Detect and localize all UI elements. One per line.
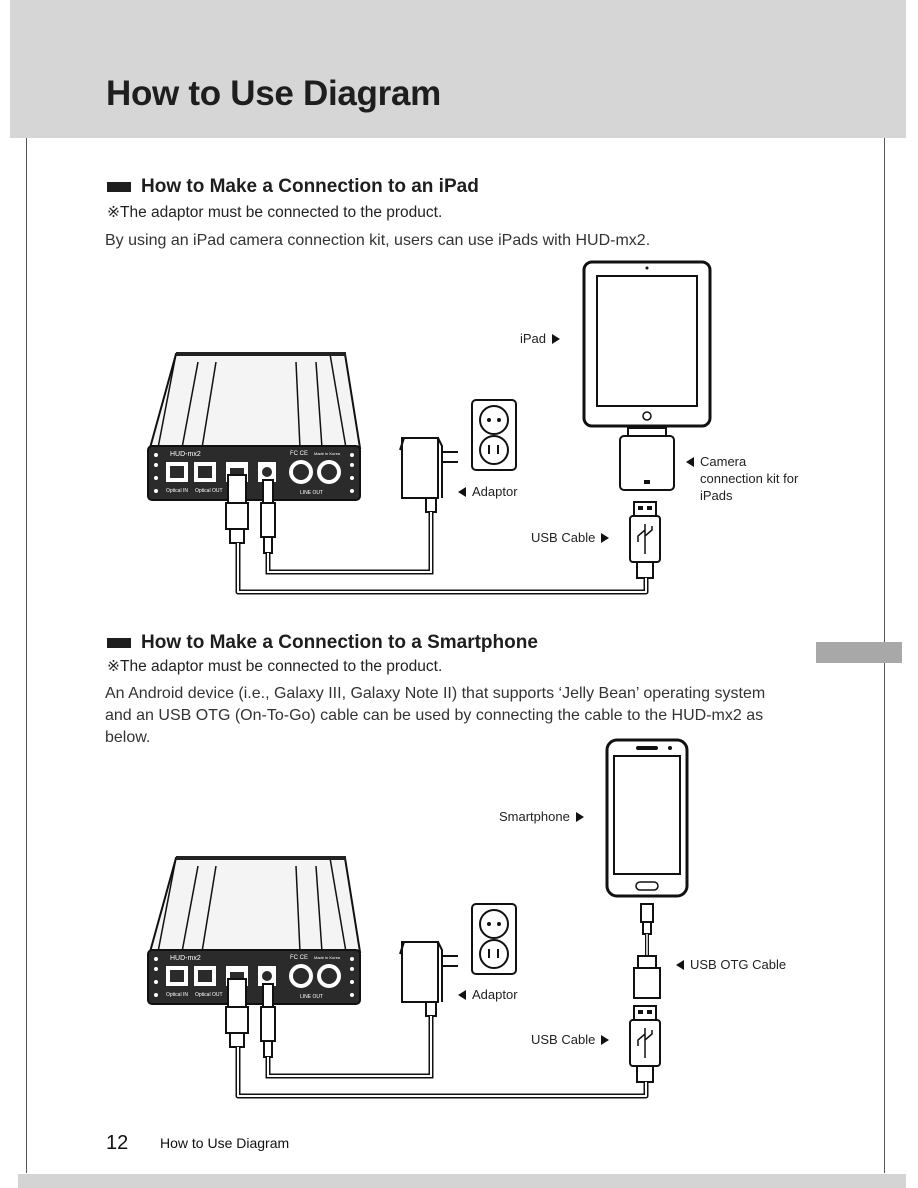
smartphone-adaptor-note: ※The adaptor must be connected to the pr…	[107, 658, 443, 675]
arrow-left-icon	[686, 456, 694, 467]
arrow-right-icon	[575, 811, 584, 822]
usb-cable-label: USB Cable	[531, 530, 610, 545]
footer-band	[18, 1174, 906, 1188]
arrow-left-icon	[458, 486, 466, 497]
usb-otg-cable-label: USB OTG Cable	[676, 957, 786, 972]
ipad-section-heading: How to Make a Connection to an iPad	[107, 176, 479, 198]
header-band	[10, 0, 906, 138]
arrow-right-icon	[552, 333, 561, 344]
smartphone-label: Smartphone	[499, 809, 584, 824]
usb-cable-label: USB Cable	[531, 1032, 610, 1047]
ipad-label: iPad	[520, 331, 561, 346]
page-number: 12	[106, 1132, 129, 1154]
camera-kit-label-cont: connection kit for iPads	[700, 471, 799, 503]
arrow-right-icon	[601, 1034, 610, 1045]
smartphone-description: An Android device (i.e., Galaxy III, Gal…	[105, 685, 766, 746]
camera-kit-label: Camera	[686, 454, 746, 469]
page-frame-left	[26, 138, 27, 1173]
ipad-description: By using an iPad camera connection kit, …	[105, 232, 651, 249]
page-title: How to Use Diagram	[106, 74, 441, 113]
footer-title: How to Use Diagram	[160, 1135, 290, 1151]
arrow-left-icon	[458, 989, 466, 1000]
adaptor-label: Adaptor	[458, 484, 518, 499]
adaptor-label: Adaptor	[458, 987, 518, 1002]
section-marker	[107, 182, 131, 192]
ipad-adaptor-note: ※The adaptor must be connected to the pr…	[107, 204, 443, 221]
section-marker	[107, 638, 131, 648]
chapter-tab	[816, 642, 902, 663]
arrow-left-icon	[676, 959, 684, 970]
smartphone-section-heading: How to Make a Connection to a Smartphone	[107, 632, 538, 654]
arrow-right-icon	[601, 532, 610, 543]
